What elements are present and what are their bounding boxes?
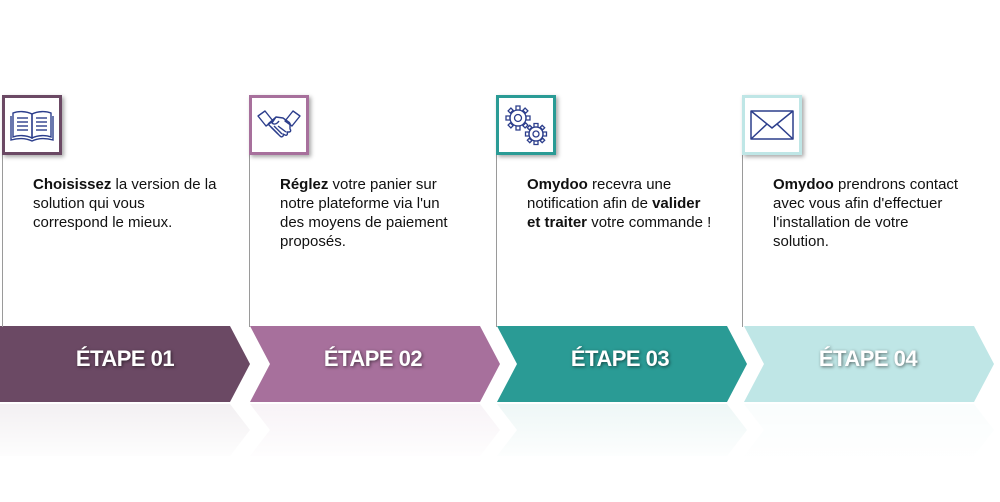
step-2-label: ÉTAPE 02 xyxy=(323,346,423,371)
step-3-label: ÉTAPE 03 xyxy=(570,346,670,371)
step-4-label: ÉTAPE 04 xyxy=(818,346,918,371)
step-1-arrow xyxy=(0,326,250,402)
step-1-label: ÉTAPE 01 xyxy=(75,346,175,371)
step-3-arrow xyxy=(497,326,747,402)
step-4-arrow xyxy=(744,326,994,402)
step-2-arrow xyxy=(250,326,500,402)
